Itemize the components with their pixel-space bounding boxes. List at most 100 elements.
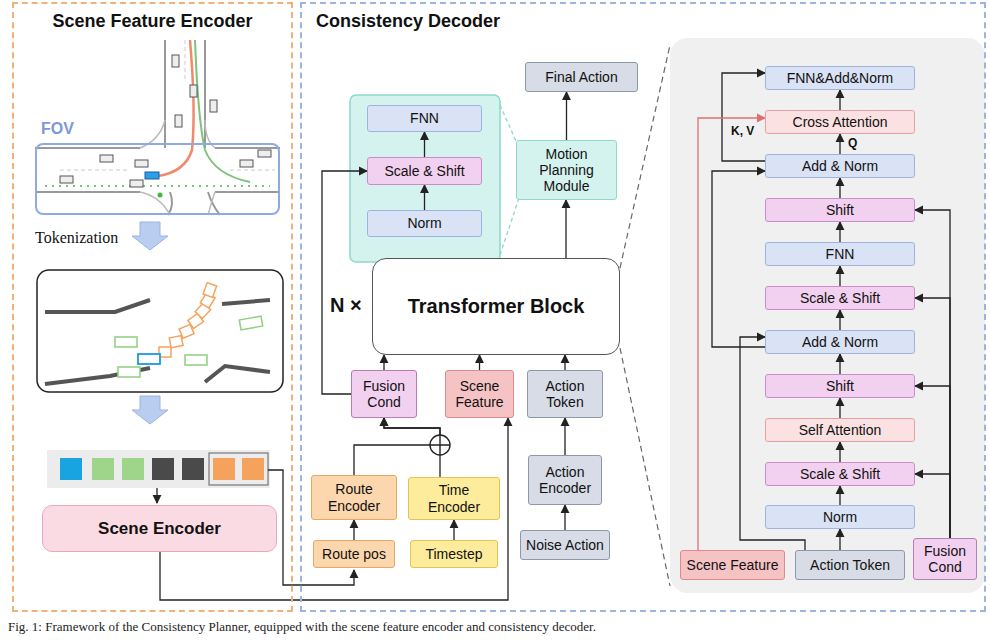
node-text: FNN	[826, 246, 855, 262]
connector	[566, 92, 567, 140]
node-text: Scene Encoder	[98, 519, 221, 539]
node-text: Scale & Shift	[384, 163, 464, 179]
step-label: Tokenization	[35, 229, 118, 247]
node-text: Action Token	[810, 557, 890, 573]
connector	[353, 520, 354, 540]
node-text: FNN&Add&Norm	[787, 70, 894, 86]
connector	[839, 178, 840, 198]
token-box: Action Token	[795, 550, 905, 580]
node-text: Add & Norm	[802, 334, 878, 350]
node-text: Shift	[826, 202, 854, 218]
input-box: Route pos	[313, 540, 395, 568]
node-text: Noise Action	[526, 537, 604, 553]
map-illustration	[35, 40, 280, 215]
node-text: Add & Norm	[802, 158, 878, 174]
node-text: Cross Attention	[793, 114, 888, 130]
connector	[564, 355, 565, 370]
attention-box: Cross Attention	[765, 110, 915, 134]
connector	[839, 398, 840, 418]
layer-box: Add & Norm	[765, 154, 915, 178]
transformer-box: Transformer Block	[372, 258, 620, 355]
connector	[915, 298, 950, 538]
connector	[479, 355, 480, 370]
node-text: Route pos	[322, 546, 386, 562]
connector	[839, 442, 840, 462]
fov-region: FOV	[35, 143, 280, 215]
sum-symbol	[430, 435, 450, 455]
connector	[564, 418, 565, 455]
node-text: FOV	[41, 120, 74, 138]
node-text: Scale & Shift	[800, 466, 880, 482]
connector	[322, 171, 367, 394]
node-text: Self Attention	[799, 422, 882, 438]
node-text: Timestep	[425, 546, 482, 562]
modulation-box: Scale & Shift	[367, 157, 482, 185]
repeat-label: N ×	[330, 294, 362, 317]
layer-box: Norm	[765, 505, 915, 529]
connector	[564, 505, 565, 530]
module-box: Motion Planning Module	[516, 140, 617, 200]
connector	[839, 529, 840, 550]
connector	[424, 185, 425, 210]
layer-box: FNN	[367, 105, 482, 132]
node-text: Action Token	[530, 378, 600, 410]
modulation-box: Scale & Shift	[765, 286, 915, 310]
connector	[722, 73, 765, 161]
input-label: Q	[848, 136, 857, 150]
connector	[839, 90, 840, 110]
flow-arrow	[132, 396, 168, 424]
node-text: Shift	[826, 378, 854, 394]
connector	[424, 132, 425, 157]
layer-box: Norm	[367, 210, 482, 237]
connector	[839, 222, 840, 242]
attention-box: Self Attention	[765, 418, 915, 442]
connector	[712, 171, 765, 347]
node-text: Norm	[823, 509, 857, 525]
connector	[453, 520, 454, 540]
connector	[839, 266, 840, 286]
layer-box: Add & Norm	[765, 330, 915, 354]
node-text: Final Action	[545, 69, 617, 85]
node-text: Norm	[407, 215, 441, 231]
decoder-panel: Consistency DecoderFinal ActionFNN Scale …	[300, 2, 986, 612]
connector	[915, 386, 950, 538]
encoder-panel: Scene Feature EncoderFOVScene Encoder	[12, 2, 293, 612]
connector	[354, 418, 440, 475]
connector	[839, 486, 840, 505]
connector	[839, 134, 840, 154]
input-box: Timestep	[410, 540, 498, 568]
modulation-box: Shift	[765, 374, 915, 398]
node-text: Time Encoder	[411, 482, 497, 514]
output-box: Final Action	[525, 62, 638, 92]
feature-box: Scene Feature	[445, 370, 514, 418]
input-box: Noise Action	[520, 530, 610, 560]
node-text: Transformer Block	[408, 295, 585, 318]
tokenized-map	[37, 270, 283, 392]
encoder-box: Route Encoder	[311, 475, 397, 520]
node-text: Scale & Shift	[800, 290, 880, 306]
node-text: Action Encoder	[531, 464, 599, 496]
node-text: Fusion Cond	[916, 543, 974, 575]
connector	[915, 210, 950, 538]
connector	[383, 355, 384, 370]
condition-box: Fusion Cond	[351, 370, 417, 418]
encoder-box: Time Encoder	[408, 477, 500, 520]
node-text: Motion Planning Module	[519, 146, 614, 194]
node-text: FNN	[410, 110, 439, 126]
layer-box: FNN&Add&Norm	[765, 66, 915, 90]
block-detail-frame	[670, 38, 985, 593]
condition-box: Fusion Cond	[913, 538, 977, 580]
panel-title: Consistency Decoder	[316, 11, 500, 32]
input-label: K, V	[731, 124, 754, 138]
feature-box: Scene Feature	[680, 550, 785, 580]
layer-box: FNN	[765, 242, 915, 266]
figure-caption: Fig. 1: Framework of the Consistency Pla…	[8, 619, 596, 635]
connector	[698, 118, 765, 550]
node-text: Fusion Cond	[354, 378, 414, 410]
connector	[839, 354, 840, 374]
node-text: Scene Feature	[687, 557, 779, 573]
node-text: Scene Feature	[448, 378, 511, 410]
encoder-box: Scene Encoder	[42, 505, 277, 552]
connector	[915, 474, 950, 538]
connector	[565, 200, 566, 258]
